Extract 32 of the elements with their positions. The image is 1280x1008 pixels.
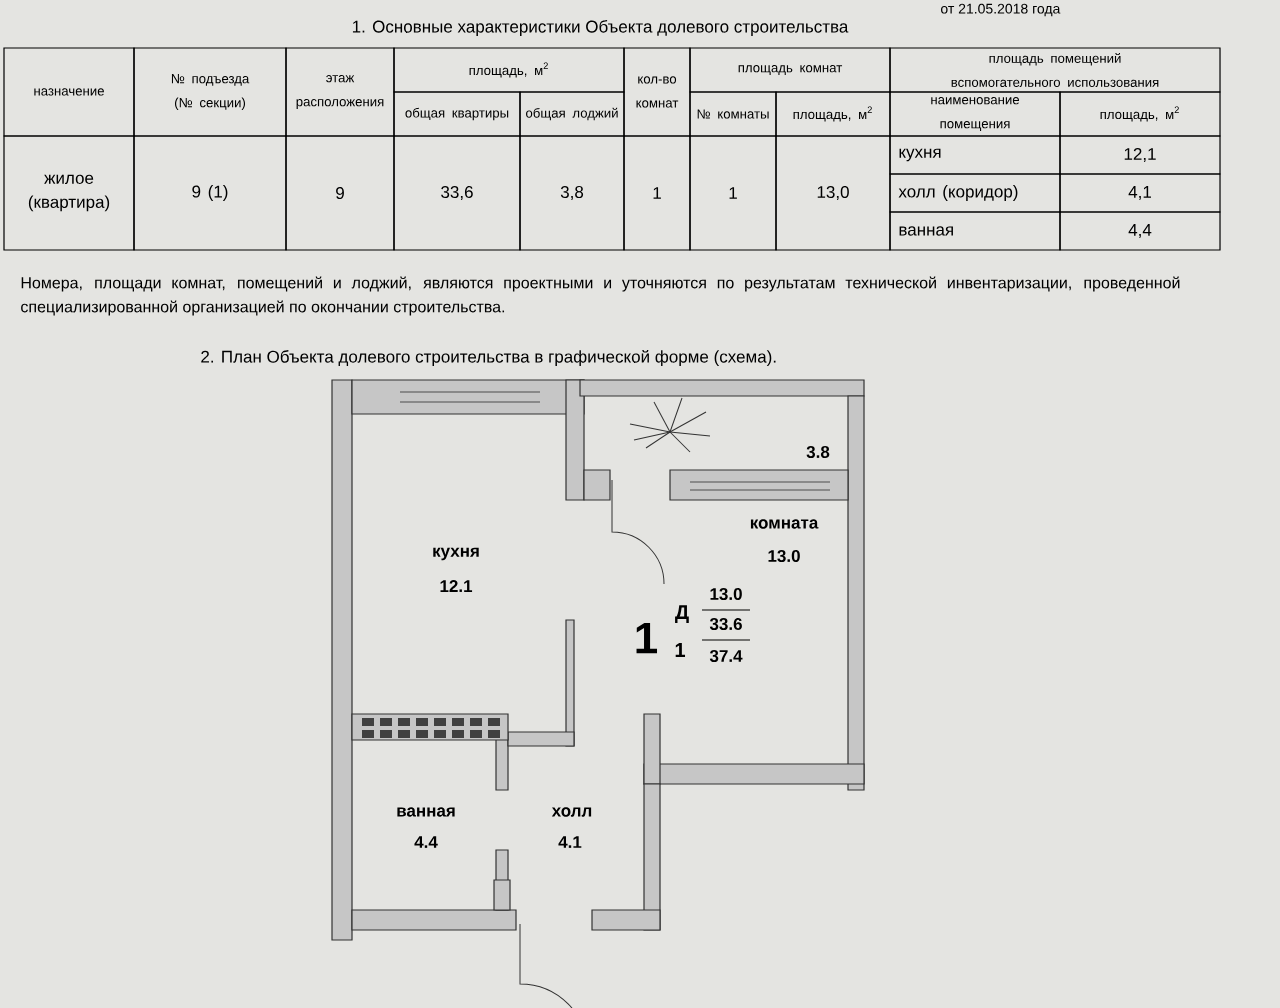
table-cell: 1 — [689, 135, 777, 251]
table-cell: 4,1 — [1059, 173, 1221, 213]
room-area: 4.4 — [414, 836, 438, 848]
room-area: 4.1 — [558, 836, 582, 848]
room-name: кухня — [433, 547, 479, 561]
table-cell: 1 — [623, 135, 691, 251]
note-text: Номера, площади комнат, помещений и лоджий, являются проектными и уточняются по результатам технической инвентаризации, проведенной специализированной организацией по окончании строительства. — [21, 276, 1180, 316]
room-area: 12.1 — [440, 580, 473, 592]
table-cell: 9 (1) — [133, 135, 287, 251]
table-cell: жилое (квартира) — [3, 135, 135, 251]
apartment-type: Д — [675, 605, 689, 623]
table-cell: 33,6 — [393, 135, 521, 251]
area-value: 13.0 — [710, 588, 742, 601]
room-area: 13.0 — [768, 550, 800, 563]
room-area: 3.8 — [806, 446, 830, 459]
area-value: 37.4 — [709, 650, 743, 663]
table-cell: кухня — [889, 135, 1061, 175]
table-cell: холл (коридор) — [889, 173, 1061, 213]
table-cell: 4,4 — [1059, 211, 1221, 251]
apartment-number: 1 — [636, 622, 657, 654]
table-cell: 13,0 — [775, 135, 891, 251]
room-name: ванная — [397, 807, 455, 817]
room-name: холл — [551, 807, 592, 817]
section-heading: 2. План Объекта долевого строительства в графической форме (схема). — [201, 349, 776, 367]
table-cell: 3,8 — [519, 135, 625, 251]
table-cell: 12,1 — [1059, 135, 1221, 175]
section-heading: 1. Основные характеристики Объекта долевого строительства — [352, 20, 849, 36]
area-value: 33.6 — [709, 618, 742, 631]
table-cell: ванная — [889, 211, 1061, 251]
room-name: комната — [750, 519, 819, 529]
room-count: 1 — [675, 643, 685, 657]
table-cell: 9 — [285, 135, 395, 251]
